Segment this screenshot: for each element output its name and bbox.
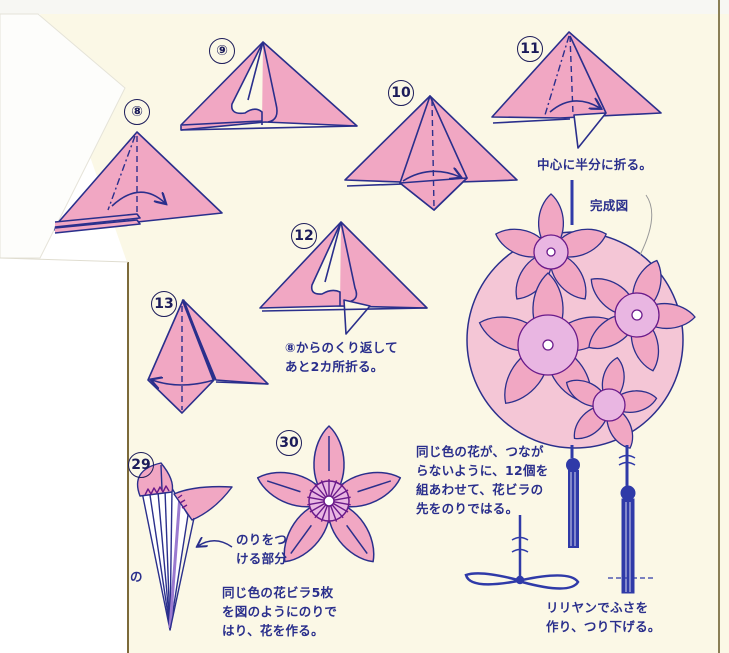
step-number-8: ⑧ (124, 99, 150, 125)
label-leader-line (639, 194, 653, 256)
step13-diagram (147, 299, 269, 414)
step12-caption: ⑧からのくり返して あと2カ所折る。 (285, 340, 398, 374)
tassel-caption: リリヤンでふさを 作り、つり下げる。 (546, 600, 661, 634)
step11-diagram (491, 31, 662, 149)
step8-diagram (54, 131, 223, 234)
step-number-11: 11 (517, 36, 543, 62)
assembly-caption: 同じ色の花が、つなが らないように、12個を 組あわせて、花ビラの 先をのりでは… (416, 444, 549, 516)
step-number-29: 29 (128, 452, 154, 478)
step-number-13: 13 (151, 291, 177, 317)
step30-diagram (256, 425, 402, 563)
bow-diagram (464, 515, 580, 590)
step-number-9: ⑨ (209, 38, 235, 64)
page-right-edge (718, 0, 720, 653)
step10-diagram (344, 95, 518, 211)
step-number-10: 10 (388, 80, 414, 106)
step12-diagram (259, 221, 428, 335)
step-number-12: 12 (291, 223, 317, 249)
tassel-diagram (608, 445, 655, 594)
finished-label: 完成図 (590, 198, 629, 213)
step-number-30: 30 (276, 430, 302, 456)
step9-diagram (180, 41, 358, 131)
step29-diagram (136, 462, 233, 631)
step11-caption: 中心に半分に折る。 (537, 157, 653, 172)
step30-caption: 同じ色の花ビラ5枚 を図のようにのりで はり、花を作る。 (222, 585, 338, 638)
margin-character: の (130, 569, 143, 584)
glue-part-caption: のりをつ ける部分 (236, 532, 288, 566)
kusudama-ball (466, 180, 696, 548)
scanner-top-margin (0, 0, 729, 14)
